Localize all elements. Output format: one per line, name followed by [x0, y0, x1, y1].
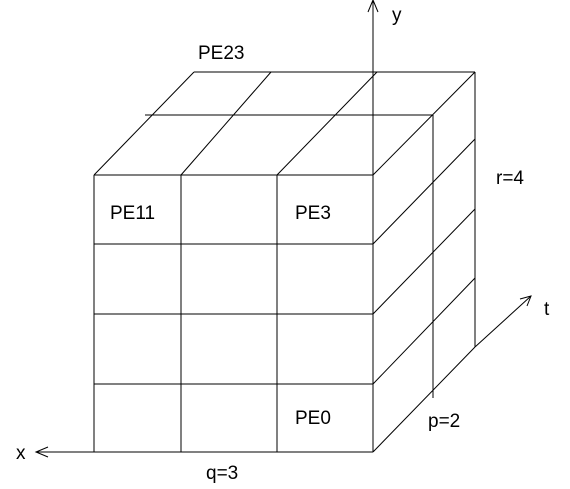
pe0-label: PE0	[295, 408, 331, 429]
p-dimension-label: p=2	[428, 411, 460, 432]
y-axis	[367, 0, 379, 175]
y-axis-label: y	[392, 5, 402, 26]
pe11-label: PE11	[110, 203, 155, 224]
t-axis	[474, 295, 532, 348]
t-axis-label: t	[544, 299, 550, 320]
x-axis-label: x	[16, 443, 26, 464]
right-face-grid	[372, 72, 476, 453]
pe23-label: PE23	[198, 43, 244, 64]
top-face-grid	[93, 71, 476, 176]
r-dimension-label: r=4	[496, 168, 524, 189]
x-axis	[34, 446, 373, 458]
q-dimension-label: q=3	[206, 463, 238, 484]
front-face-grid	[93, 174, 374, 452]
pe3-label: PE3	[295, 203, 331, 224]
